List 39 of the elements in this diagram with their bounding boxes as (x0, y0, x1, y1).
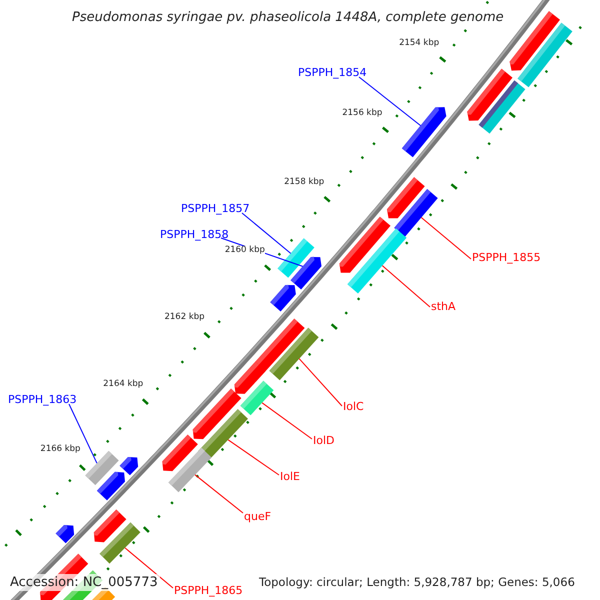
genome-info-label: Topology: circular; Length: 5,928,787 bp; Genes: 5,066 (257, 575, 577, 590)
scale-label: 2156 kbp (342, 108, 382, 118)
leader-line (68, 404, 98, 464)
gene-label: PSPPH_1857 (181, 203, 250, 214)
gene-label: PSPPH_1863 (8, 394, 77, 405)
scale-label: 2158 kbp (284, 178, 324, 186)
scale-label: 2166 kbp (40, 445, 80, 454)
gene-block (347, 228, 407, 294)
gene-block (85, 450, 119, 486)
gene-block (402, 107, 446, 158)
gene-label: PSPPH_1858 (160, 229, 229, 240)
gene-label: PSPPH_1855 (472, 252, 541, 263)
leader-line (194, 474, 244, 514)
scale-label: 2162 kbp (164, 313, 205, 322)
gene-block (269, 328, 319, 380)
scale-label: 2164 kbp (103, 380, 144, 388)
leader-line (242, 212, 292, 254)
gene-label: PSPPH_1854 (298, 67, 367, 78)
title: Pseudomonas syringae pv. phaseolicola 1448A, complete genome (72, 11, 504, 24)
scale-label: 2160 kbp (224, 246, 265, 255)
accession-label: Accession: NC_005773 (8, 574, 160, 591)
leader-line (228, 439, 280, 476)
scale-label: 2154 kbp (399, 38, 440, 48)
gene-block (100, 522, 140, 564)
gene-block (168, 448, 212, 492)
gene-label: PSPPH_1865 (174, 585, 243, 596)
leader-line (262, 402, 312, 440)
gene-label: queF (244, 511, 272, 522)
gene-label: IolE (280, 471, 300, 482)
leader-line (298, 358, 342, 406)
gene-label: IolC (343, 401, 364, 412)
leader-line (382, 265, 430, 308)
gene-block (290, 256, 322, 290)
leader-line (358, 76, 422, 126)
gene-label: sthA (431, 301, 456, 312)
gene-block (240, 380, 274, 416)
gene-block (394, 189, 438, 237)
gene-label: IolD (313, 435, 335, 446)
leader-line (124, 547, 174, 588)
